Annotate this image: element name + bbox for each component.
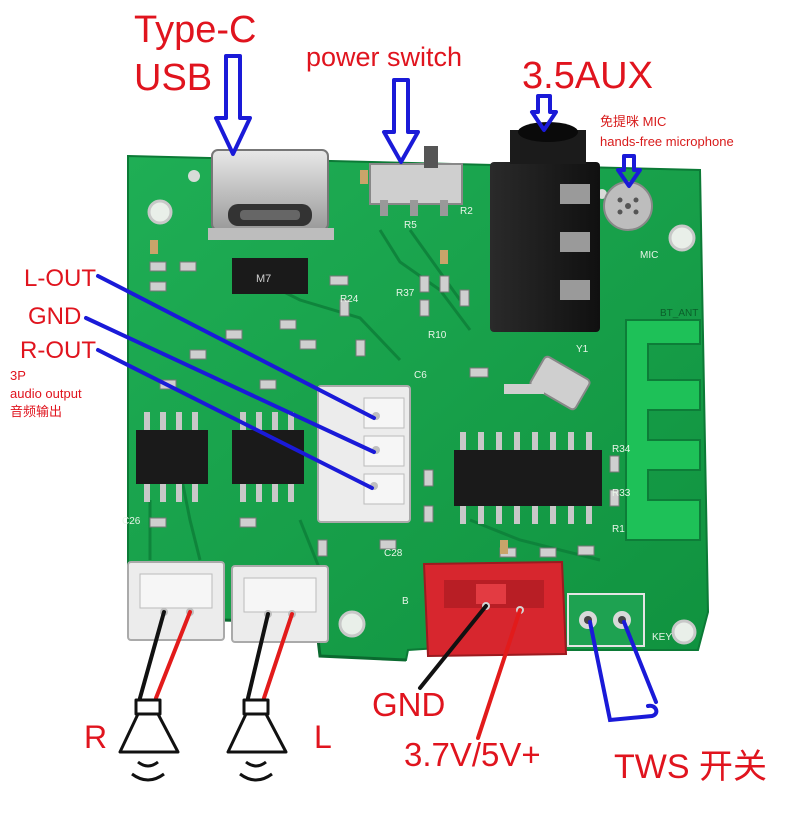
tws-switch-label: TWS 开关 [614, 748, 767, 786]
gnd-power-label: GND [372, 686, 446, 723]
amplifier-ic-left [136, 412, 208, 502]
power-wires [418, 604, 522, 740]
speaker-connector-r [127, 561, 225, 641]
key-silkscreen: KEY [652, 632, 672, 643]
aux-jack-component [490, 122, 600, 332]
r37-silkscreen: R37 [396, 288, 415, 299]
r-out-label: R-OUT [20, 337, 96, 364]
b-silkscreen: B [402, 596, 409, 607]
bluetooth-antenna: BT_ANT [625, 308, 701, 541]
mic-cn-label: 免提咪 MIC [600, 114, 667, 129]
speaker-r-label: R [84, 719, 108, 755]
r33-silkscreen: R33 [612, 488, 631, 499]
r1-silkscreen: R1 [612, 524, 625, 535]
audio-output-cn-label: 音频输出 [10, 404, 63, 419]
power-switch-component [369, 146, 463, 216]
r2-silkscreen: R2 [460, 206, 473, 217]
l-out-label: L-OUT [24, 265, 96, 292]
pcb-traces [148, 229, 601, 571]
mic-en-label: hands-free microphone [600, 134, 734, 149]
speaker-l-label: L [314, 719, 332, 755]
r5-silkscreen: R5 [404, 220, 417, 231]
power-switch-label: power switch [306, 42, 463, 72]
aux-label: 3.5AUX [522, 55, 653, 97]
power-connector [422, 560, 568, 658]
type-c-arrow-icon [214, 54, 252, 156]
type-c-usb-connector [208, 149, 334, 240]
m7-silkscreen: M7 [256, 273, 271, 285]
audio-output-label: audio output [10, 386, 82, 401]
mounting-holes [147, 170, 697, 645]
r10-silkscreen: R10 [428, 330, 447, 341]
bt-ant-silkscreen: BT_ANT [660, 308, 698, 319]
microphone-component [603, 181, 653, 231]
r34-silkscreen: R34 [612, 444, 631, 455]
amplifier-ic-right [232, 412, 304, 502]
c28-silkscreen: C28 [384, 548, 403, 559]
crystal-y1 [504, 355, 591, 411]
pointer-lines-blue [84, 274, 659, 723]
r24-silkscreen: R24 [340, 294, 359, 305]
c26-silkscreen: C26 [122, 516, 141, 527]
aux-arrow-icon [530, 94, 558, 132]
smd-components [149, 261, 620, 558]
arrows-blue [214, 54, 642, 188]
3p-label: 3P [10, 368, 26, 383]
ceramic-caps [150, 170, 508, 554]
speaker-wires [138, 610, 294, 700]
audio-output-3p-connector [317, 385, 411, 523]
power-voltage-label: 3.7V/5V+ [404, 736, 541, 773]
speaker-l-icon [226, 698, 288, 782]
speaker-r-icon [118, 698, 180, 782]
mic-silkscreen: MIC [640, 250, 658, 261]
gnd-out-label: GND [28, 303, 82, 330]
m7-chip: M7 [232, 258, 308, 294]
mic-arrow-icon [616, 154, 642, 188]
usb-label: USB [134, 57, 213, 99]
y1-silkscreen: Y1 [576, 344, 589, 355]
c6-silkscreen: C6 [414, 370, 427, 381]
power-switch-arrow-icon [382, 78, 420, 164]
main-ic [454, 432, 602, 524]
type-c-label: Type-C [134, 9, 257, 51]
speaker-connector-l [231, 565, 329, 643]
